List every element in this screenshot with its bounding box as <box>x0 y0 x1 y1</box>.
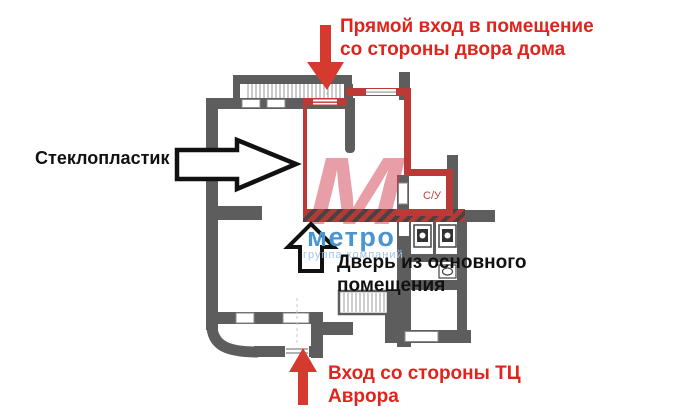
wall-curve <box>206 326 259 358</box>
annotation-fiberglass: Стеклопластик <box>35 148 170 168</box>
annotation-top-entrance-line1: Прямой вход в помещение <box>340 16 594 37</box>
bathroom-label: С/У <box>423 190 442 202</box>
annotation-main-door-line2: помещения <box>337 275 446 296</box>
toilet-icons <box>413 224 457 248</box>
wall-stall-divider <box>433 222 436 256</box>
wall-partition <box>345 100 355 153</box>
lease-outline <box>303 88 465 222</box>
watermark-tagline: группа компаний <box>303 249 404 261</box>
porch <box>233 75 353 102</box>
annotation-main-door: Дверь из основного помещения <box>337 251 527 297</box>
wall-pillar-topright <box>399 72 410 100</box>
sink-icon <box>438 264 457 279</box>
annotation-bottom-entrance-line2: Аврора <box>328 386 399 407</box>
annotation-top-entrance-line2: со стороны двора дома <box>340 39 566 60</box>
porch-stairs-hatch <box>247 84 341 99</box>
annotation-bottom-entrance-line1: Вход со стороны ТЦ <box>328 363 521 384</box>
annotation-main-door-line1: Дверь из основного <box>337 252 527 273</box>
annotation-top-entrance: Прямой вход в помещение со стороны двора… <box>340 15 594 61</box>
arrow-up-outline-icon <box>283 221 339 273</box>
arrow-down-red-icon <box>307 25 344 90</box>
stair-box <box>337 289 390 316</box>
arrow-up-red-icon <box>289 348 317 405</box>
wall-pilaster <box>218 206 262 220</box>
wall-bath-left <box>397 213 411 347</box>
arrow-right-outline-icon <box>174 136 302 193</box>
wall-left <box>206 98 218 330</box>
windows <box>235 99 439 358</box>
wall-bath-right <box>457 213 467 343</box>
watermark-brand: метро <box>307 222 395 252</box>
annotation-bottom-entrance: Вход со стороны ТЦ Аврора <box>328 362 521 408</box>
